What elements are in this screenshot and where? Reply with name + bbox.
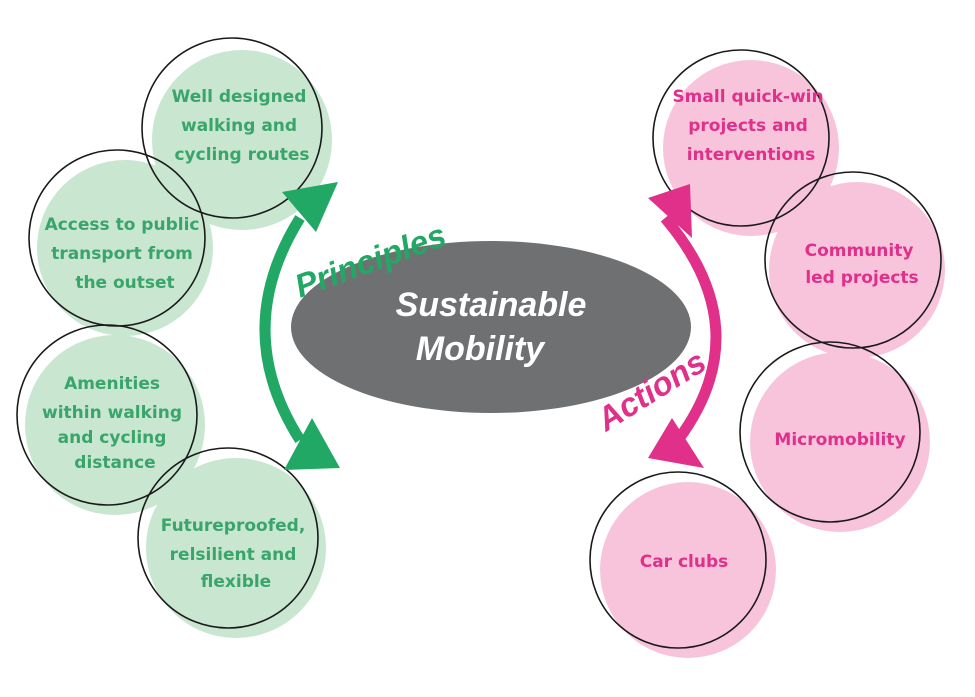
principle-bubble-3: Amenities within walking and cycling dis… [42,374,188,473]
center-title-line2: Mobility [416,330,547,368]
principle-bubble-2: Access to public transport from the outs… [45,215,206,293]
principle-4-line-2: relsilient and [170,545,297,565]
action-bubble-4: Car clubs [640,552,729,572]
principle-1-line-2: walking and [181,116,297,136]
action-1-line-3: interventions [687,145,816,165]
principle-3-line-2: within walking [42,403,182,423]
action-1-line-2: projects and [688,116,808,136]
svg-text:Small quick-win projects: Small quick-win projects and interventio… [672,87,829,165]
principle-1-line-3: cycling routes [174,145,309,165]
actions-outlines [589,49,942,649]
center-ellipse [291,241,691,413]
action-2-line-2: led projects [805,268,918,288]
principle-4-line-3: flexible [201,572,271,592]
principle-3-line-1: Amenities [64,374,160,394]
principles-fills [25,50,332,638]
principle-2-line-3: the outset [75,273,174,293]
action-4-line-1: Car clubs [640,552,729,572]
action-1-line-1: Small quick-win [672,87,823,107]
svg-text:Futureproofed, relsilien: Futureproofed, relsilient and flexible [161,516,311,592]
action-bubble-2: Community led projects [805,241,920,288]
svg-text:Micromobility: Micromobility [774,430,905,450]
principle-2-line-1: Access to public [45,215,200,235]
center-title-line1: Sustainable [396,286,587,324]
principle-bubble-4: Futureproofed, relsilient and flexible [161,516,311,592]
actions-fills [600,60,945,658]
principle-1-line-1: Well designed [172,87,307,107]
svg-text:Community led projects: Community led projects [805,241,920,288]
principle-3-line-3: and cycling [58,428,167,448]
principles-outlines [16,37,323,629]
action-2-line-1: Community [805,241,914,261]
svg-text:Access to public transpo: Access to public transport from the outs… [45,215,206,293]
principle-2-line-2: transport from [51,244,193,264]
principle-3-line-4: distance [74,453,155,473]
principles-arrow [259,182,340,470]
action-bubble-1: Small quick-win projects and interventio… [672,87,829,165]
action-bubble-3: Micromobility [774,430,905,450]
svg-text:Well designed walking an: Well designed walking and cycling routes [172,87,313,165]
actions-arrow [648,184,722,468]
svg-text:Car clubs: Car clubs [640,552,729,572]
action-3-line-1: Micromobility [774,430,905,450]
principle-bubble-1: Well designed walking and cycling routes [172,87,313,165]
principle-4-line-1: Futureproofed, [161,516,305,536]
svg-text:Amenities within walking: Amenities within walking and cycling dis… [42,374,188,473]
